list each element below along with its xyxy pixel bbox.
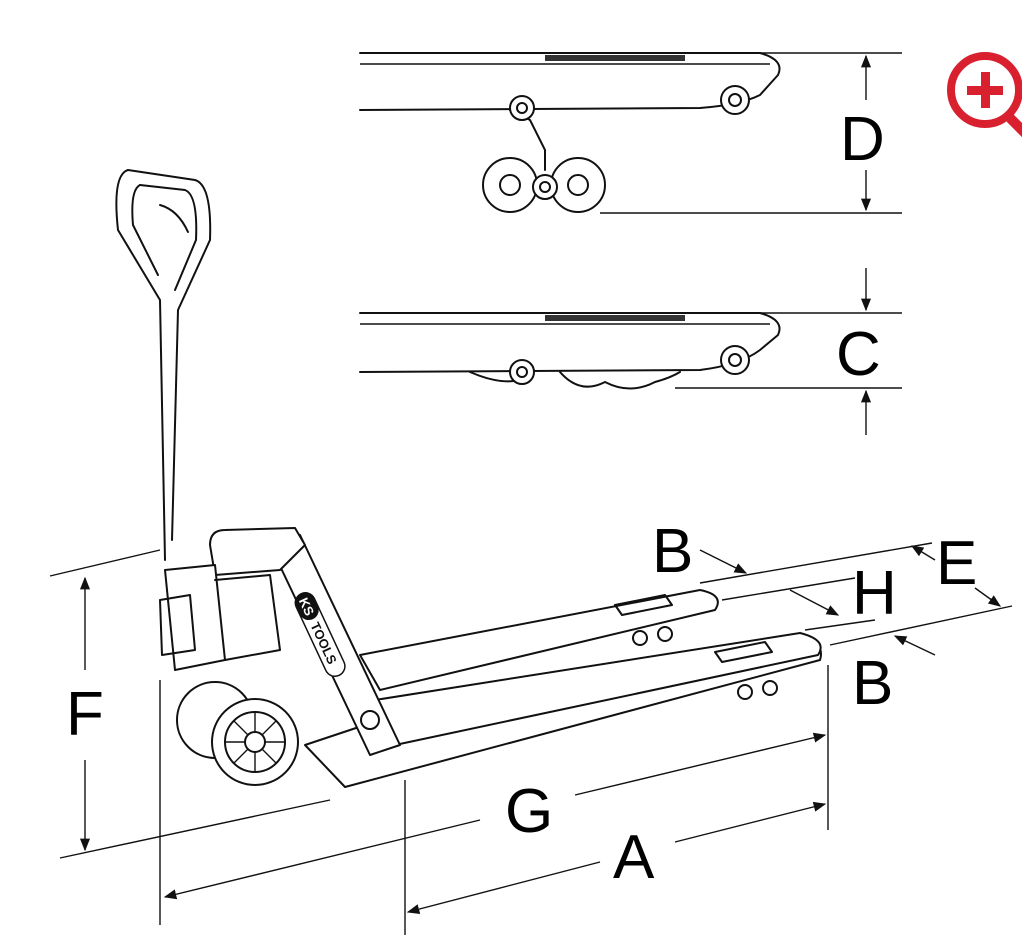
label-a: A: [613, 823, 655, 892]
pallet-truck: KS TOOLS: [115, 169, 822, 788]
label-f: F: [66, 680, 104, 749]
label-d: D: [840, 105, 885, 174]
label-b-top: B: [652, 517, 693, 586]
svg-text:KS: KS: [296, 595, 317, 618]
zoom-in-button[interactable]: [947, 52, 1022, 138]
fork-side-view-lowered: [359, 312, 781, 390]
label-e: E: [936, 529, 977, 598]
dimension-g: G: [159, 665, 829, 925]
label-g: G: [505, 777, 553, 846]
ks-tools-logo: KS TOOLS: [294, 592, 346, 678]
fork-side-view-raised: [359, 52, 781, 213]
dimension-a: A: [404, 780, 827, 935]
label-h: H: [852, 559, 897, 628]
label-c: C: [836, 320, 881, 389]
dimension-bhe: B H E B: [652, 517, 1013, 718]
dimension-f: F: [49, 549, 331, 859]
dimension-c: C: [675, 268, 902, 435]
label-b-bottom: B: [852, 649, 893, 718]
dimension-d: D: [600, 52, 902, 214]
